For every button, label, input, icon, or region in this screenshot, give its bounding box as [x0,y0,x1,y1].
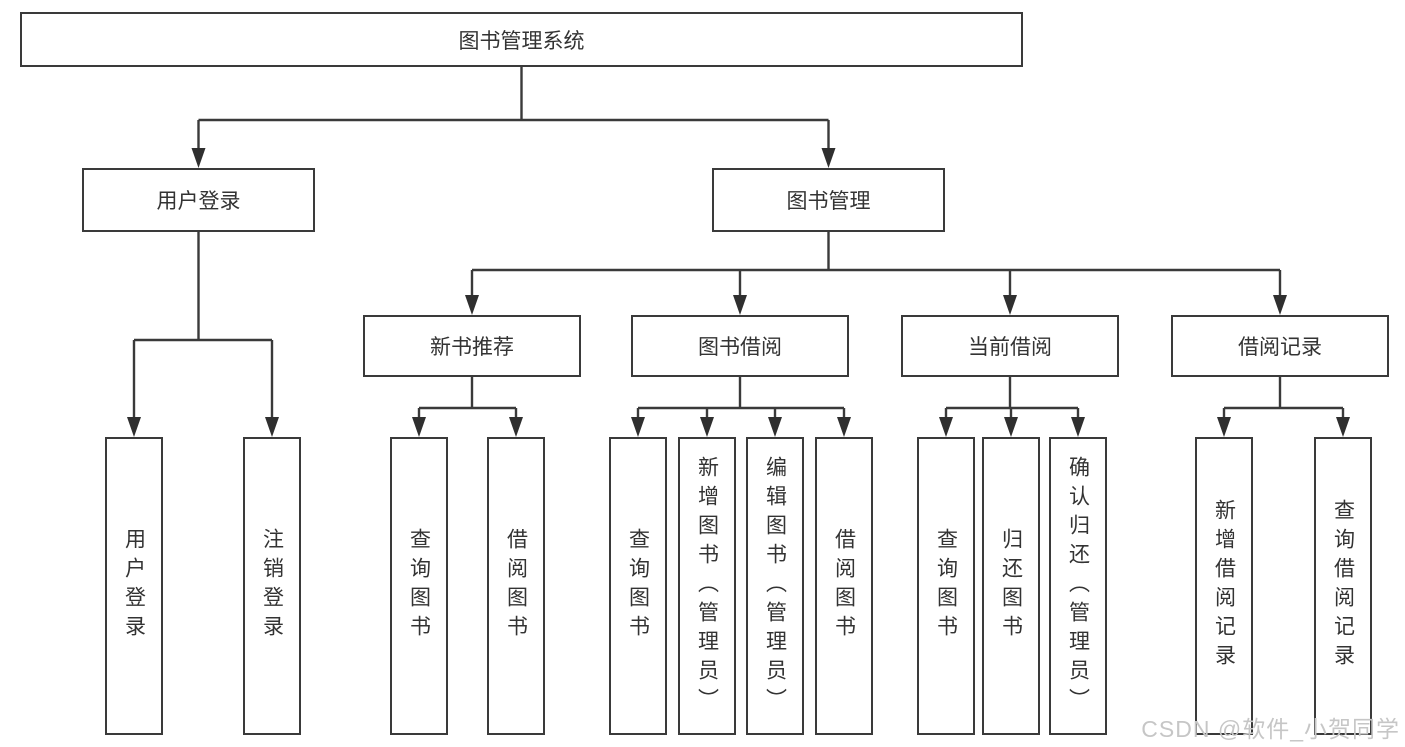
node-new-book-recommend: 新书推荐 [363,315,581,377]
connector-records [1222,377,1345,419]
node-borrow-records-label: 借阅记录 [1238,336,1322,359]
leaf-current-query-label: 查询图书 [934,528,958,644]
leaf-newbook-query-label: 查询图书 [407,528,431,644]
node-borrow-records: 借阅记录 [1171,315,1389,377]
leaf-newbook-borrow: 借阅图书 [487,437,545,735]
leaf-borrow-book-label: 借阅图书 [832,528,856,644]
connector-user-login [132,232,274,419]
node-root: 图书管理系统 [20,12,1023,67]
leaf-borrow-query: 查询图书 [609,437,667,735]
leaf-current-return: 归还图书 [982,437,1040,735]
connector-root [197,67,830,150]
node-book-borrow: 图书借阅 [631,315,849,377]
node-root-label: 图书管理系统 [458,29,585,53]
connector-borrow [636,377,846,419]
node-user-login: 用户登录 [82,168,315,232]
leaf-records-query-label: 查询借阅记录 [1331,499,1355,673]
leaf-current-confirm-admin-label: 确认归还（管理员） [1066,455,1090,717]
node-book-borrow-label: 图书借阅 [698,336,782,359]
leaf-current-confirm-admin: 确认归还（管理员） [1049,437,1107,735]
leaf-borrow-book: 借阅图书 [815,437,873,735]
leaf-borrow-edit-admin-label: 编辑图书（管理员） [763,455,787,717]
connector-new-book [417,377,518,419]
node-book-management-label: 图书管理 [786,190,871,213]
node-new-book-recommend-label: 新书推荐 [430,336,514,359]
csdn-watermark: CSDN @软件_小贺同学 [1141,716,1400,742]
leaf-user-login-label: 用户登录 [122,528,146,644]
leaf-records-add: 新增借阅记录 [1195,437,1253,735]
connector-current [944,377,1080,419]
leaf-borrow-query-label: 查询图书 [626,528,650,644]
leaf-borrow-edit-admin: 编辑图书（管理员） [746,437,804,735]
node-current-borrow-label: 当前借阅 [968,336,1052,359]
leaf-records-query: 查询借阅记录 [1314,437,1372,735]
leaf-user-login: 用户登录 [105,437,163,735]
connector-book-management [470,232,1282,297]
node-book-management: 图书管理 [712,168,945,232]
leaf-borrow-add-admin: 新增图书（管理员） [678,437,736,735]
leaf-logout: 注销登录 [243,437,301,735]
node-current-borrow: 当前借阅 [901,315,1119,377]
leaf-current-query: 查询图书 [917,437,975,735]
leaf-current-return-label: 归还图书 [999,528,1023,644]
leaf-newbook-borrow-label: 借阅图书 [504,528,528,644]
leaf-borrow-add-admin-label: 新增图书（管理员） [695,455,719,717]
leaf-newbook-query: 查询图书 [390,437,448,735]
leaf-logout-label: 注销登录 [260,528,284,644]
node-user-login-label: 用户登录 [156,190,241,213]
arrowheads [127,148,1350,437]
leaf-records-add-label: 新增借阅记录 [1212,499,1236,673]
